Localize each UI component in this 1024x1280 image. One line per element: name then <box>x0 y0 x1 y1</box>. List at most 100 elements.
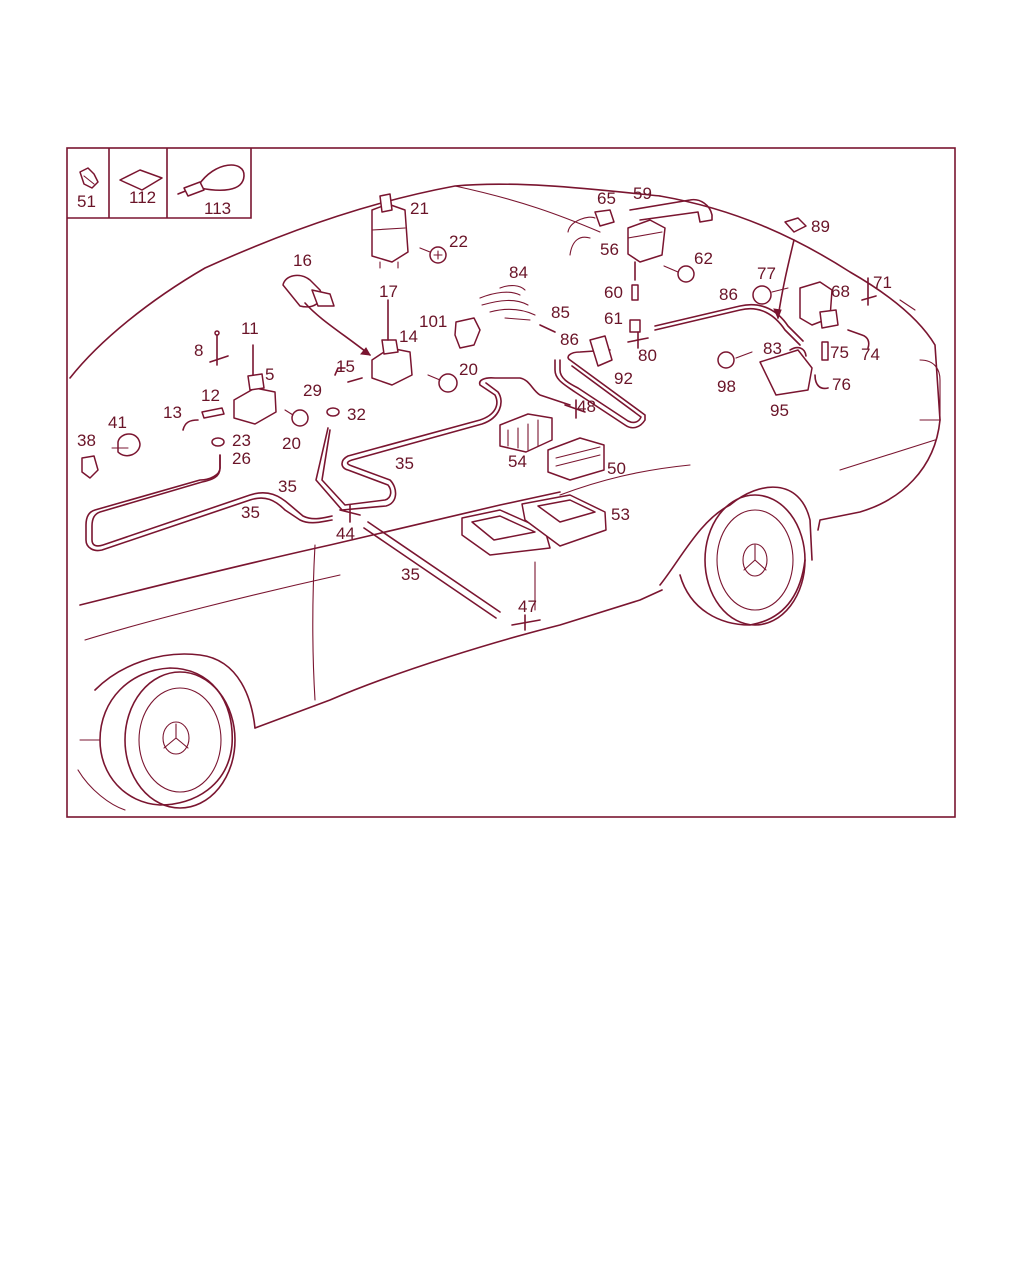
inset-part-51-clip <box>79 167 99 189</box>
part-41-clamp <box>111 433 141 457</box>
vacuum-lines <box>85 198 804 619</box>
callout: 92 <box>614 369 633 388</box>
part-38-bracket <box>81 455 99 479</box>
part-12-fitting <box>201 407 225 419</box>
callout: 15 <box>336 357 355 376</box>
inset-part-113-cable-tie <box>177 164 245 197</box>
part-13-hose <box>182 419 199 431</box>
callout: 44 <box>336 524 355 543</box>
part-54-valve-bank <box>499 413 553 453</box>
part-92-bracket <box>589 335 613 367</box>
part-5-valve-block <box>233 344 277 425</box>
callout: 47 <box>518 597 537 616</box>
part-48-tee <box>564 399 586 419</box>
callout: 35 <box>278 477 297 496</box>
inset-label-113: 113 <box>204 199 231 218</box>
callout: 83 <box>763 339 782 358</box>
part-95-cover <box>759 349 813 396</box>
part-16-actuator <box>282 274 371 356</box>
callout: 35 <box>401 565 420 584</box>
callout: 13 <box>163 403 182 422</box>
callout: 86 <box>560 330 579 349</box>
part-74-hose <box>847 329 870 349</box>
part-47-tee <box>511 561 541 631</box>
callout-labels: 51 112 113 21 22 16 17 14 11 8 15 5 12 2… <box>77 184 892 616</box>
callout: 32 <box>347 405 366 424</box>
callout: 23 <box>232 431 251 450</box>
part-56-switch <box>627 219 666 281</box>
part-20-screw <box>284 409 309 427</box>
part-29-32-connectors <box>211 367 363 447</box>
inset-part-112-pad <box>119 169 163 191</box>
part-101-connector <box>454 317 481 349</box>
callout: 21 <box>410 199 429 218</box>
callout: 54 <box>508 452 527 471</box>
part-83-hose <box>789 346 807 357</box>
callout: 85 <box>551 303 570 322</box>
callout: 56 <box>600 240 619 259</box>
callout: 89 <box>811 217 830 236</box>
callout: 29 <box>303 381 322 400</box>
callout: 61 <box>604 309 623 328</box>
callout: 14 <box>399 327 418 346</box>
callout: 101 <box>419 312 447 331</box>
callout: 16 <box>293 251 312 270</box>
part-71-pin <box>861 277 877 306</box>
callout: 20 <box>459 360 478 379</box>
callout: 8 <box>194 341 203 360</box>
callout: 74 <box>861 345 880 364</box>
part-21-vacuum-switch <box>371 193 409 269</box>
part-22-screw <box>419 246 447 264</box>
car-outline <box>69 183 941 811</box>
callout: 62 <box>694 249 713 268</box>
callout: 84 <box>509 263 528 282</box>
inset-box <box>67 148 252 219</box>
part-84-nozzles <box>479 285 536 321</box>
callout: 80 <box>638 346 657 365</box>
inset-label-51: 51 <box>77 192 96 211</box>
callout: 98 <box>717 377 736 396</box>
callout: 68 <box>831 282 850 301</box>
front-wheel <box>124 671 236 809</box>
callout: 35 <box>395 454 414 473</box>
callout: 41 <box>108 413 127 432</box>
diagram-frame <box>66 147 956 818</box>
callout: 76 <box>832 375 851 394</box>
part-77-nut <box>752 285 789 305</box>
callout: 95 <box>770 401 789 420</box>
part-65-grommet <box>567 209 615 256</box>
callout: 35 <box>241 503 260 522</box>
callout: 5 <box>265 365 274 384</box>
part-76-hose <box>814 374 829 390</box>
callout: 53 <box>611 505 630 524</box>
part-98-screw <box>717 351 753 369</box>
callout: 11 <box>241 319 259 338</box>
callout: 86 <box>719 285 738 304</box>
callout: 50 <box>607 459 626 478</box>
callout: 22 <box>449 232 468 251</box>
rear-wheel <box>704 494 806 626</box>
part-75-fitting <box>821 341 829 361</box>
callout: 17 <box>379 282 398 301</box>
callout: 12 <box>201 386 220 405</box>
part-50-module <box>547 437 605 481</box>
part-60-61-fittings <box>629 284 641 333</box>
part-53-tray <box>461 494 607 556</box>
callout: 71 <box>873 273 892 292</box>
part-62-screw <box>663 265 695 283</box>
part-68-valve <box>799 281 839 329</box>
callout: 65 <box>597 189 616 208</box>
part-89-clip <box>773 217 807 320</box>
callout: 26 <box>232 449 251 468</box>
part-85-connector <box>539 324 556 333</box>
callout: 75 <box>830 343 849 362</box>
part-20-screw-upper <box>427 373 458 393</box>
part-14-valve <box>371 299 413 386</box>
callout: 38 <box>77 431 96 450</box>
part-8-pin <box>209 330 229 366</box>
callout: 77 <box>757 264 776 283</box>
callout: 59 <box>633 184 652 203</box>
part-80-tee <box>627 331 649 349</box>
callout: 20 <box>282 434 301 453</box>
